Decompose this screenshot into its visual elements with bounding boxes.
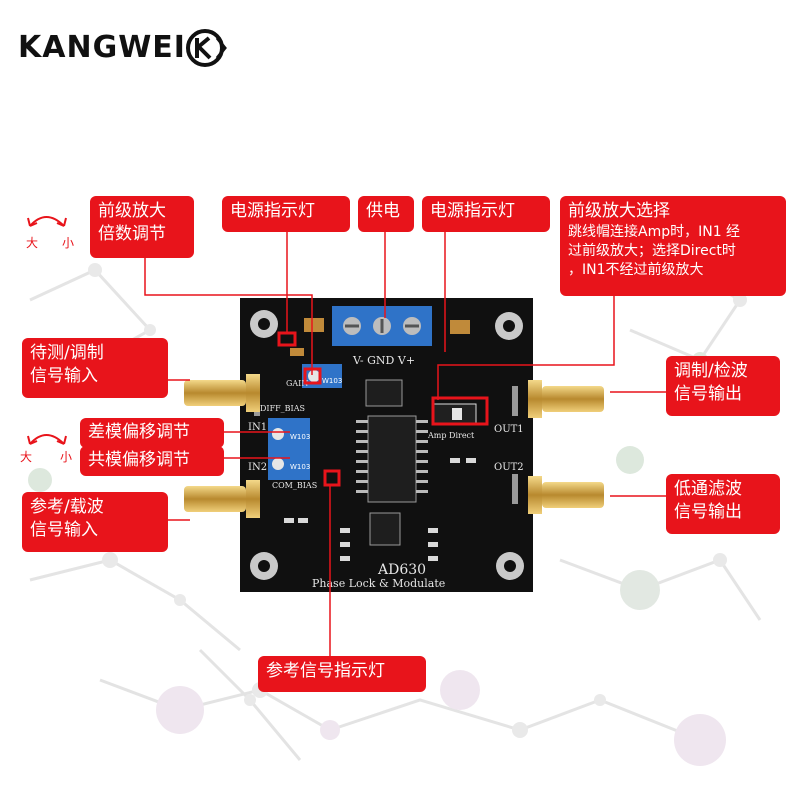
brand-logo-mark-icon xyxy=(186,29,227,67)
ad630-chip xyxy=(365,379,417,546)
rotate-arrow-icon xyxy=(27,434,67,445)
callout-diff-bias: 差模偏移调节 xyxy=(80,418,224,448)
callout-power-supply: 供电 xyxy=(358,196,414,232)
svg-text:W103: W103 xyxy=(290,433,310,441)
rotate-arrow-icon xyxy=(27,216,67,227)
callout-ref-led: 参考信号指示灯 xyxy=(258,656,426,692)
callout-power-led-right: 电源指示灯 xyxy=(422,196,550,232)
svg-text:DIFF_BIAS: DIFF_BIAS xyxy=(260,404,305,413)
svg-text:OUT2: OUT2 xyxy=(494,462,524,473)
svg-text:W103: W103 xyxy=(290,463,310,471)
brand-logo: KANGWEI xyxy=(18,30,186,65)
com-bias-pot xyxy=(268,448,310,480)
svg-text:IN2: IN2 xyxy=(248,462,267,473)
board-subtitle: Phase Lock & Modulate xyxy=(312,577,445,590)
callout-mod-output: 调制/检波 信号输出 xyxy=(666,356,780,416)
diff-bias-pot xyxy=(268,418,310,450)
callout-com-bias: 共模偏移调节 xyxy=(80,446,224,476)
callout-lowpass-output: 低通滤波 信号输出 xyxy=(666,474,780,534)
terminal-label: V- GND V+ xyxy=(352,354,415,367)
svg-text:COM_BIAS: COM_BIAS xyxy=(272,481,317,490)
amp-direct-jumper xyxy=(431,403,477,425)
svg-text:W103: W103 xyxy=(322,377,342,385)
gain-rotation-hint: 大 小 xyxy=(22,208,82,268)
svg-text:IN1: IN1 xyxy=(248,422,267,433)
callout-power-led-left: 电源指示灯 xyxy=(222,196,350,232)
callout-signal-input: 待测/调制 信号输入 xyxy=(22,338,168,398)
power-terminal-block xyxy=(332,306,432,346)
svg-text:GAIN: GAIN xyxy=(286,379,308,388)
ad630-module-board: V- GND V+ W103 W103 W103 Amp Direct GAIN… xyxy=(240,298,533,592)
jumper-label: Amp Direct xyxy=(427,431,475,440)
callout-preamp-select: 前级放大选择 跳线帽连接Amp时，IN1 经 过前级放大；选择Direct时 ，… xyxy=(560,196,786,296)
callout-ref-input: 参考/载波 信号输入 xyxy=(22,492,168,552)
callout-gain-adjust: 前级放大 倍数调节 xyxy=(90,196,194,258)
chip-label: AD630 xyxy=(377,562,426,578)
bias-rotation-hint: 大 小 xyxy=(20,426,82,486)
svg-text:OUT1: OUT1 xyxy=(494,424,524,435)
